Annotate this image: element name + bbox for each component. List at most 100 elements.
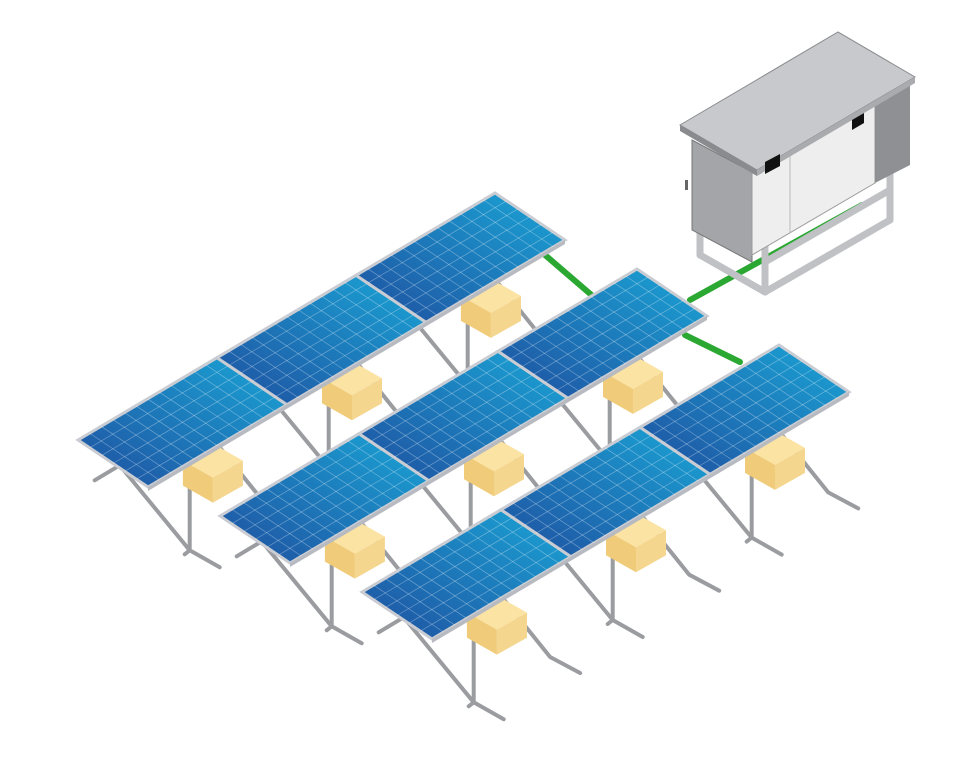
cabinet-vent (765, 154, 780, 174)
cell-line (558, 475, 630, 523)
battery-side (182, 460, 213, 503)
cell-line (89, 365, 229, 449)
cell-line (274, 323, 346, 371)
cell-line (231, 508, 302, 557)
cell-line (436, 227, 508, 275)
cell-line (547, 481, 618, 530)
cell-line (535, 450, 676, 534)
cell-line (651, 420, 722, 468)
battery-side (603, 371, 633, 414)
cell-line (544, 323, 615, 372)
battery-side (494, 454, 524, 497)
cell-line (370, 358, 510, 442)
cable (542, 252, 598, 301)
cell-line (251, 298, 392, 382)
cabinet-vent (852, 113, 864, 130)
battery-side (775, 447, 805, 490)
panel-row (75, 191, 577, 570)
battery-side (212, 460, 243, 503)
cell-line (286, 316, 357, 364)
cell-line (662, 413, 734, 461)
battery-side (322, 378, 352, 421)
cell-line (135, 405, 207, 453)
panel-rows (75, 191, 861, 722)
cell-line (332, 288, 404, 337)
cell-line (625, 275, 696, 324)
cell-line (396, 571, 467, 619)
cell-line (405, 382, 545, 466)
panel-row (217, 267, 719, 646)
cell-line (463, 371, 534, 420)
cell-line (228, 350, 299, 399)
cell-line (277, 481, 349, 529)
cell-line (254, 495, 325, 543)
cell-line (419, 557, 491, 605)
cell-line (616, 440, 688, 489)
cell-line (405, 405, 476, 454)
cell-line (396, 532, 537, 616)
cell-line (112, 380, 253, 464)
cell-line (278, 472, 418, 556)
panel-row (359, 343, 861, 722)
cell-line (263, 329, 334, 378)
cell-line (544, 300, 684, 383)
cell-line (100, 425, 172, 474)
cell-line (755, 358, 827, 407)
cell-line (425, 233, 496, 282)
battery-side (636, 530, 666, 573)
cell-line (112, 419, 183, 467)
cell-line (266, 464, 406, 548)
cabinet-frame-bar (761, 216, 894, 296)
cell-line (124, 388, 264, 472)
cell-line (489, 516, 560, 564)
cell-line (370, 426, 441, 475)
cell-line (605, 447, 676, 496)
cell-line (420, 548, 560, 632)
support-foot (401, 615, 506, 722)
cable (682, 332, 743, 365)
cabinet-roof-edge (680, 125, 757, 176)
cell-line (170, 384, 241, 433)
cell-line (509, 276, 649, 360)
cell-line (590, 296, 661, 344)
cell-line (381, 419, 453, 468)
cell-line (524, 442, 664, 526)
cell-line (466, 529, 537, 578)
battery-side (633, 371, 663, 414)
cell-line (384, 577, 456, 626)
cell-line (321, 295, 392, 344)
cell-line (512, 434, 652, 518)
cell-line (767, 351, 838, 400)
cell-line (147, 398, 218, 447)
cell-line (379, 208, 519, 292)
battery-side (466, 612, 497, 655)
cell-line (439, 385, 511, 433)
cell-line (228, 282, 368, 366)
cell-line (535, 488, 606, 537)
cell-line (532, 330, 603, 379)
cell-line (460, 213, 531, 261)
cell-line (512, 502, 583, 551)
cell-line (486, 357, 557, 406)
cell-line (231, 441, 371, 525)
cell-line (567, 309, 638, 358)
support-foot (117, 463, 222, 570)
inverter-cabinet (679, 31, 916, 296)
cell-line (297, 309, 369, 357)
cell-line (442, 543, 514, 592)
cell-line (732, 372, 803, 420)
cell-line (674, 406, 745, 455)
cell-line (158, 391, 230, 440)
cell-line (182, 377, 253, 426)
cell-line (382, 366, 522, 450)
cell-line (448, 220, 519, 268)
cell-line (578, 303, 650, 351)
cell-line (663, 360, 803, 444)
cell-line (263, 306, 403, 390)
battery-side (745, 447, 775, 490)
cabinet-handle (685, 180, 688, 190)
cell-line (124, 412, 195, 460)
cell-line (193, 371, 265, 419)
cell-line (309, 302, 380, 351)
